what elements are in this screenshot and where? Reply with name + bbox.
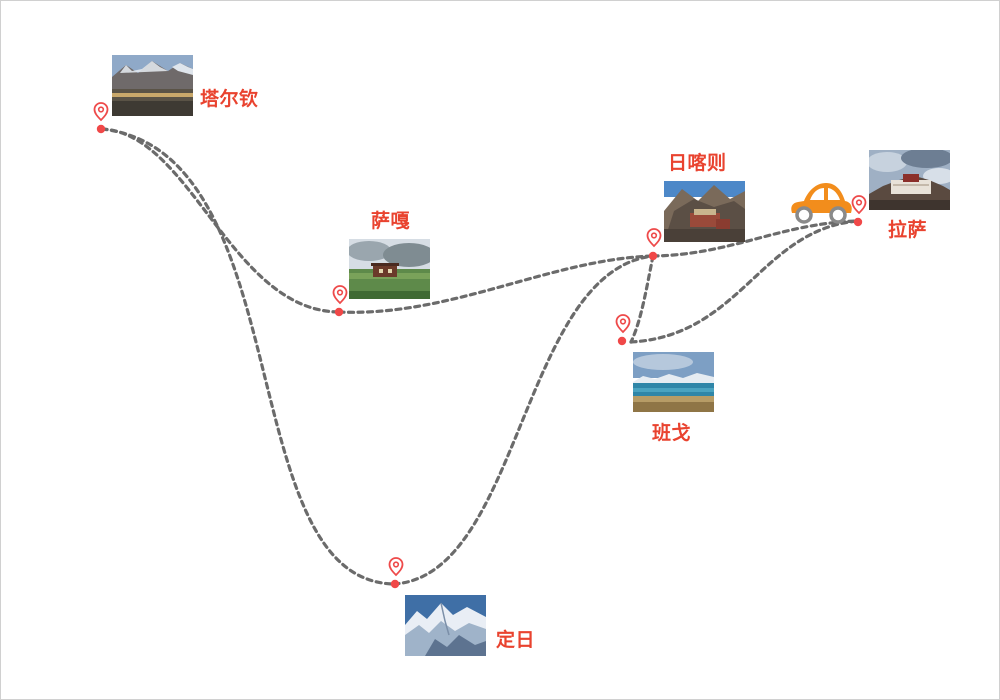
car-icon [791,183,852,224]
label-lasa[interactable]: 拉萨 [888,219,928,241]
route-taerqin-saga [100,127,341,314]
waypoint-lasa[interactable] [851,195,867,227]
route-saga-rikaze [337,254,655,314]
waypoint-dot [96,124,106,134]
waypoint-bange[interactable] [615,314,631,346]
location-pin-icon [615,314,631,334]
location-pin-icon [388,557,404,577]
waypoint-rikaze[interactable] [646,228,662,261]
label-taerqin[interactable]: 塔尔钦 [200,88,259,110]
route-rikaze-bange [629,254,655,344]
label-rikaze[interactable]: 日喀则 [668,152,727,174]
location-pin-icon [93,102,109,122]
route-bange-lasa [629,219,860,344]
photo-lasa [869,150,950,210]
waypoint-dot [617,336,627,346]
location-pin-icon [646,228,662,248]
waypoint-dot [853,217,863,227]
location-pin-icon [851,195,867,215]
photo-saga [349,239,430,299]
route-rikaze-lasa [651,219,860,258]
label-saga[interactable]: 萨嘎 [371,210,411,232]
waypoint-dot [334,307,344,317]
route-taerqin-dingri [100,127,396,586]
waypoint-dingri[interactable] [388,557,404,589]
location-pin-icon [332,285,348,305]
label-dingri[interactable]: 定日 [496,629,536,651]
photo-dingri [405,595,486,656]
photo-rikaze [664,181,745,242]
photo-bange [633,352,714,412]
waypoint-saga[interactable] [332,285,348,317]
route-dingri-rikaze [392,254,655,586]
photo-taerqin [112,55,193,116]
label-bange[interactable]: 班戈 [652,422,692,444]
waypoint-dot [648,251,658,261]
waypoint-taerqin[interactable] [93,102,109,134]
waypoint-dot [390,579,400,589]
